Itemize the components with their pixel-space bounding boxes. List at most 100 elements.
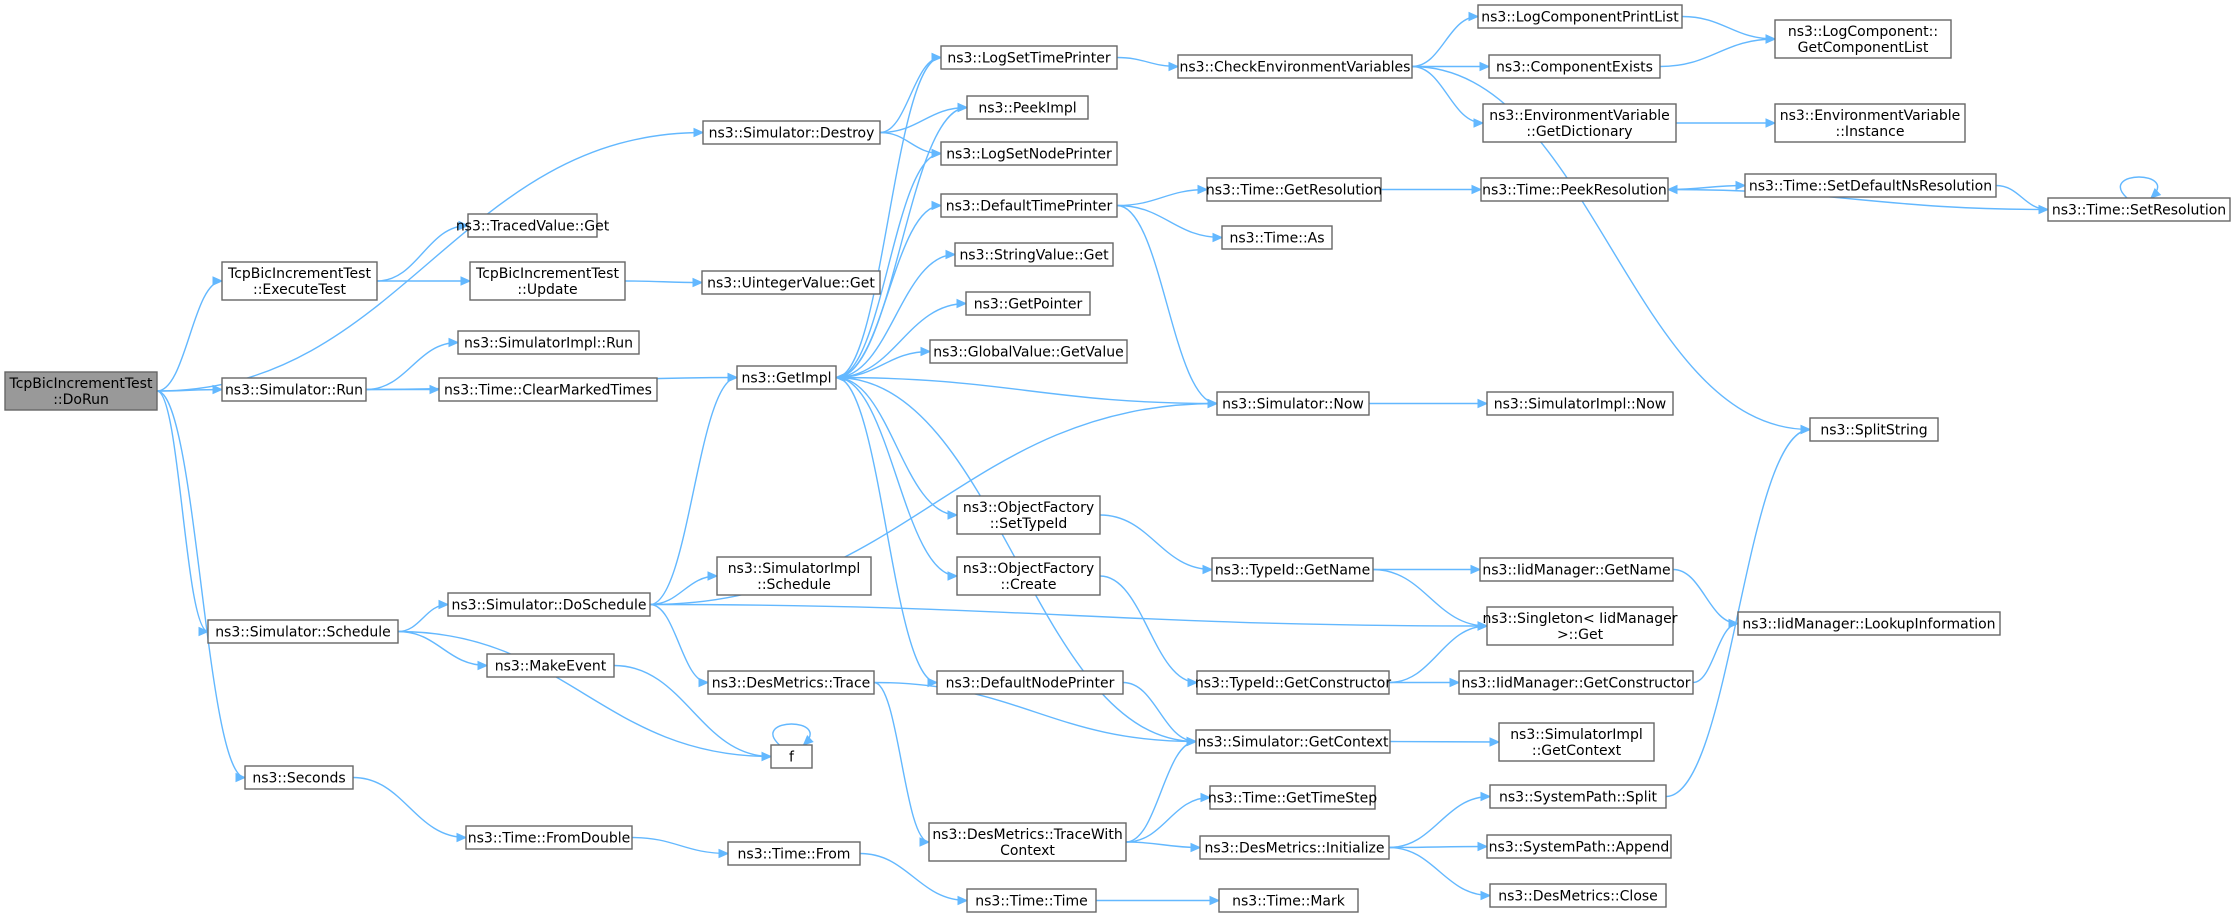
edge-getimpl-to-stringget: [835, 249, 957, 379]
node-stringget[interactable]: ns3::StringValue::Get: [954, 242, 1114, 267]
node-envdict[interactable]: ns3::EnvironmentVariable::GetDictionary: [1482, 103, 1677, 143]
edge-f-to-f: [772, 723, 814, 746]
edge-arrowhead: [718, 848, 730, 859]
node-box: [1489, 784, 1667, 809]
node-iidgetname[interactable]: ns3::IidManager::GetName: [1479, 557, 1674, 582]
node-box: [956, 495, 1101, 535]
node-doschedule[interactable]: ns3::Simulator::DoSchedule: [447, 592, 651, 617]
node-lookupinfo[interactable]: ns3::IidManager::LookupInformation: [1737, 611, 2001, 636]
edge-doschedule-to-destrace: [649, 603, 710, 688]
node-timemark[interactable]: ns3::Time::Mark: [1218, 888, 1359, 913]
node-box: [438, 377, 658, 402]
node-setdefns[interactable]: ns3::Time::SetDefaultNsResolution: [1744, 173, 1997, 198]
node-typeidgetname[interactable]: ns3::TypeId::GetName: [1211, 557, 1374, 582]
node-singleton[interactable]: ns3::Singleton< IidManager>::Get: [1483, 606, 1678, 646]
edge-arrowhead: [957, 895, 969, 906]
node-implrun[interactable]: ns3::SimulatorImpl::Run: [457, 330, 640, 355]
node-getimpl[interactable]: ns3::GetImpl: [736, 365, 837, 390]
node-defnodeprinter[interactable]: ns3::DefaultNodePrinter: [936, 670, 1124, 695]
node-iidgetctor[interactable]: ns3::IidManager::GetConstructor: [1458, 670, 1694, 695]
edge-arrowhead: [1471, 184, 1483, 195]
node-desinit[interactable]: ns3::DesMetrics::Initialize: [1199, 835, 1390, 860]
node-implnow[interactable]: ns3::SimulatorImpl::Now: [1486, 391, 1674, 416]
node-clearmarked[interactable]: ns3::Time::ClearMarkedTimes: [438, 377, 658, 402]
node-makeevent[interactable]: ns3::MakeEvent: [486, 653, 615, 678]
node-timefrom[interactable]: ns3::Time::From: [727, 841, 861, 866]
node-f[interactable]: f: [770, 744, 813, 769]
node-label: ns3::Time::GetTimeStep: [1208, 791, 1377, 807]
node-ofsettypeid[interactable]: ns3::ObjectFactory::SetTypeId: [956, 495, 1101, 535]
node-label: ns3::GetPointer: [974, 297, 1083, 313]
node-compexists[interactable]: ns3::ComponentExists: [1488, 54, 1661, 79]
node-simschedule[interactable]: ns3::Simulator::Schedule: [207, 619, 399, 644]
node-implgetctx[interactable]: ns3::SimulatorImpl::GetContext: [1498, 722, 1655, 762]
edge-arrowhead: [1468, 11, 1480, 22]
node-box: [1196, 670, 1390, 695]
edge-dorun-to-simschedule: [156, 390, 210, 637]
node-destrace[interactable]: ns3::DesMetrics::Trace: [707, 670, 875, 695]
node-seconds[interactable]: ns3::Seconds: [244, 765, 354, 790]
node-dorun[interactable]: TcpBicIncrementTest::DoRun: [4, 371, 158, 411]
edge-line: [1388, 845, 1488, 849]
node-logcomplist[interactable]: ns3::LogComponent::GetComponentList: [1774, 19, 1952, 59]
node-deftimeprinter[interactable]: ns3::DefaultTimePrinter: [940, 193, 1118, 218]
edge-line: [156, 390, 209, 633]
node-logcompprint[interactable]: ns3::LogComponentPrintList: [1477, 4, 1683, 29]
node-box: [1498, 722, 1655, 762]
node-uintget[interactable]: ns3::UintegerValue::Get: [701, 270, 881, 295]
edge-desinit-to-syssplit: [1388, 791, 1492, 849]
node-checkenv[interactable]: ns3::CheckEnvironmentVariables: [1177, 54, 1413, 79]
node-timetime[interactable]: ns3::Time::Time: [966, 888, 1097, 913]
edge-arrowhead: [458, 220, 470, 231]
node-peekimpl[interactable]: ns3::PeekImpl: [966, 95, 1089, 120]
node-tracedget[interactable]: ns3::TracedValue::Get: [456, 213, 610, 238]
node-getres[interactable]: ns3::Time::GetResolution: [1206, 177, 1382, 202]
node-executetest[interactable]: TcpBicIncrementTest::ExecuteTest: [221, 261, 378, 301]
edge-arrowhead: [212, 384, 224, 395]
node-desclose[interactable]: ns3::DesMetrics::Close: [1489, 883, 1667, 908]
node-splitstring[interactable]: ns3::SplitString: [1809, 417, 1939, 442]
node-peekres[interactable]: ns3::Time::PeekResolution: [1480, 177, 1669, 202]
edge-simgetctx-to-implgetctx: [1389, 737, 1501, 747]
node-box: [956, 556, 1101, 596]
node-setres[interactable]: ns3::Time::SetResolution: [2047, 197, 2231, 222]
node-label: ns3::DesMetrics::Trace: [712, 676, 871, 692]
node-box: [940, 141, 1118, 166]
node-gettimestep[interactable]: ns3::Time::GetTimeStep: [1208, 785, 1377, 810]
node-label: ns3::MakeEvent: [495, 659, 607, 675]
node-implschedule[interactable]: ns3::SimulatorImpl::Schedule: [716, 556, 872, 596]
node-syssplit[interactable]: ns3::SystemPath::Split: [1489, 784, 1667, 809]
edge-arrowhead: [1200, 792, 1212, 803]
node-getpointer[interactable]: ns3::GetPointer: [965, 291, 1091, 316]
edge-line: [835, 376, 1218, 405]
edge-arrowhead: [1735, 180, 1747, 191]
edge-fromdouble-to-timefrom: [631, 836, 730, 859]
node-label: ns3::ObjectFactory: [963, 561, 1094, 577]
node-sysappend[interactable]: ns3::SystemPath::Append: [1486, 834, 1672, 859]
node-simrun[interactable]: ns3::Simulator::Run: [221, 377, 367, 402]
node-globalget[interactable]: ns3::GlobalValue::GetValue: [929, 339, 1128, 364]
node-logsetnode[interactable]: ns3::LogSetNodePrinter: [940, 141, 1118, 166]
edge-line: [1692, 622, 1739, 684]
edge-arrowhead: [477, 660, 489, 671]
node-envinst[interactable]: ns3::EnvironmentVariable::Instance: [1774, 103, 1966, 143]
node-logsettime[interactable]: ns3::LogSetTimePrinter: [940, 45, 1118, 70]
node-label: ns3::DesMetrics::TraceWith: [932, 827, 1122, 843]
node-simnow[interactable]: ns3::Simulator::Now: [1216, 391, 1370, 416]
edge-arrowhead: [2150, 188, 2162, 199]
node-simgetctx[interactable]: ns3::Simulator::GetContext: [1195, 729, 1391, 754]
edge-arrowhead: [957, 102, 969, 113]
edge-executetest-to-tracedget: [376, 220, 470, 282]
node-label: ns3::LogSetTimePrinter: [947, 51, 1111, 67]
node-destroy[interactable]: ns3::Simulator::Destroy: [702, 120, 881, 145]
node-ofcreate[interactable]: ns3::ObjectFactory::Create: [956, 556, 1101, 596]
node-typeidgetctor[interactable]: ns3::TypeId::GetConstructor: [1195, 670, 1391, 695]
edge-arrowhead: [727, 372, 739, 383]
node-update[interactable]: TcpBicIncrementTest::Update: [469, 261, 626, 301]
edge-doschedule-to-implschedule: [649, 571, 719, 606]
edge-desinit-to-sysappend: [1388, 841, 1489, 852]
node-box: [1216, 391, 1370, 416]
node-timeas[interactable]: ns3::Time::As: [1221, 225, 1333, 250]
node-fromdouble[interactable]: ns3::Time::FromDouble: [465, 825, 633, 850]
